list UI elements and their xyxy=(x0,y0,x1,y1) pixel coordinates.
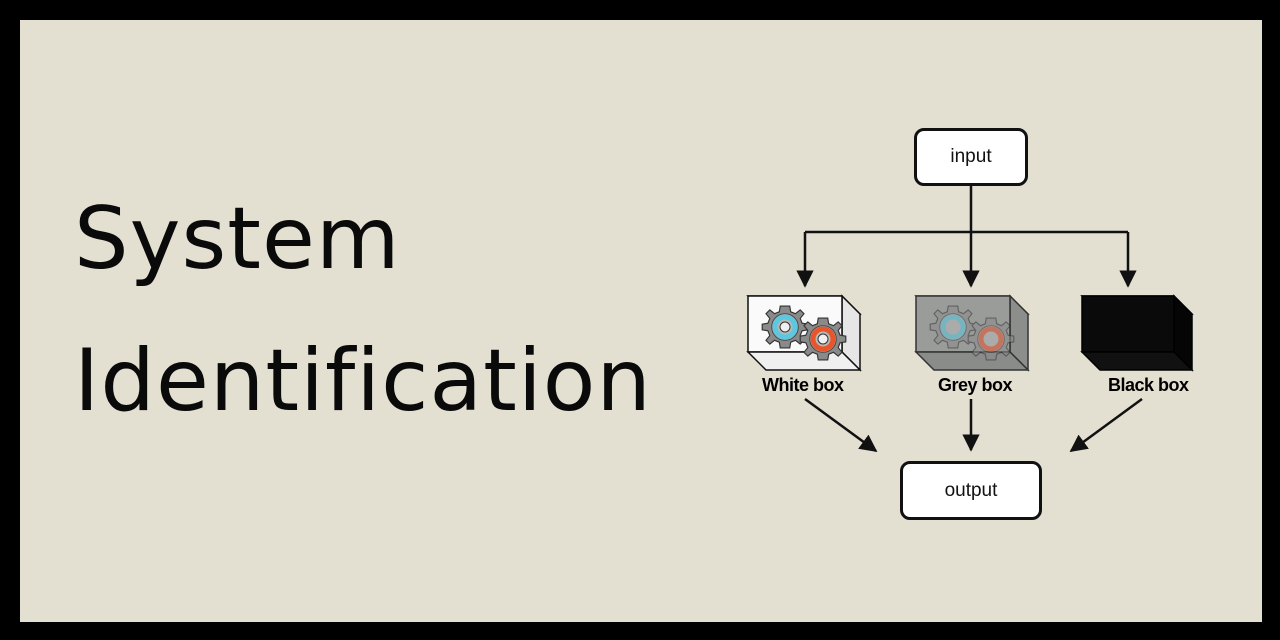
output-connectors xyxy=(804,397,1143,453)
grey-box-label: Grey box xyxy=(938,375,1013,395)
white-box-icon xyxy=(746,294,862,372)
grey-box-icon xyxy=(914,294,1030,372)
output-label: output xyxy=(944,479,998,501)
input-connectors xyxy=(796,185,1137,288)
main-panel xyxy=(20,20,1262,622)
input-label: input xyxy=(950,146,992,167)
page-title-line-2: Identification xyxy=(74,331,652,431)
white-box-label: White box xyxy=(762,375,844,395)
black-box-label: Black box xyxy=(1108,375,1189,395)
input-node: input xyxy=(914,128,1028,186)
output-node: output xyxy=(900,461,1042,520)
page-title-line-1: System xyxy=(74,189,401,289)
black-box-icon xyxy=(1080,294,1194,372)
